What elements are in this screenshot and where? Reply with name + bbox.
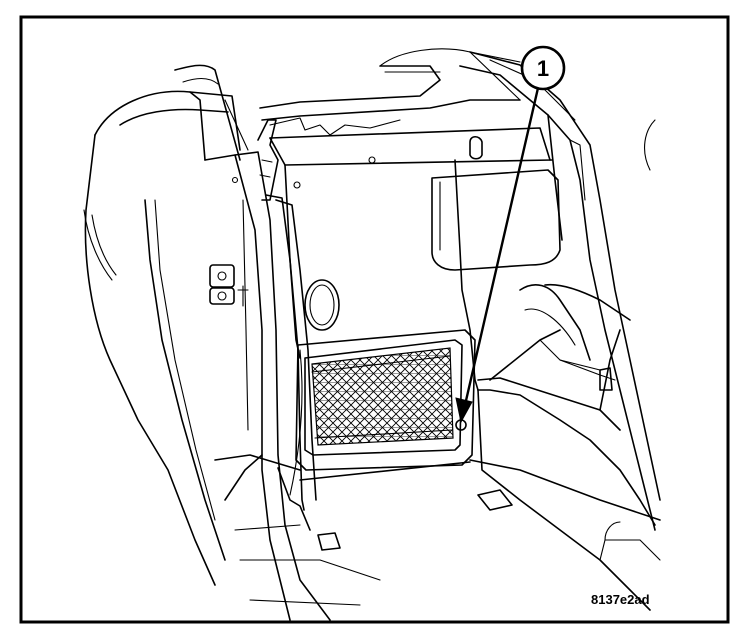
callout-arrowhead [455, 397, 473, 424]
callout-label: 1 [537, 56, 549, 81]
line-art [83, 48, 661, 621]
callout-leader-line [463, 86, 540, 407]
callout-circle [520, 45, 566, 91]
figure-id: 8137e2ad [591, 592, 650, 607]
callout-1: 1 [455, 45, 566, 424]
figure-border [19, 15, 730, 624]
